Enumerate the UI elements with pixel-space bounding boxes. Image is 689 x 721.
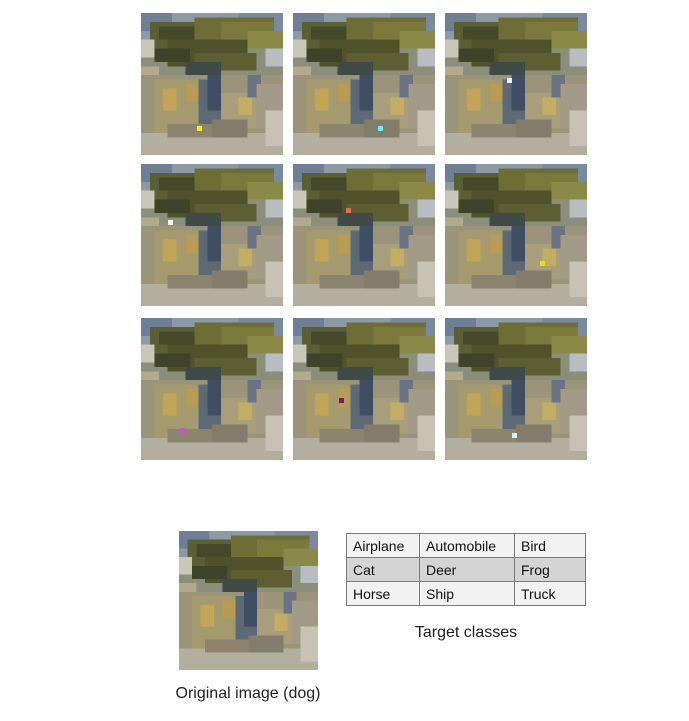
perturbed-image-4 bbox=[141, 164, 283, 306]
perturbed-pixel bbox=[378, 126, 383, 131]
original-image bbox=[179, 531, 318, 670]
perturbed-image-9 bbox=[445, 318, 587, 460]
perturbed-image-5 bbox=[293, 164, 435, 306]
table-row: Cat Deer Frog bbox=[346, 557, 586, 582]
perturbed-pixel bbox=[197, 126, 202, 131]
perturbed-pixel bbox=[507, 78, 512, 83]
table-row: Horse Ship Truck bbox=[346, 581, 586, 606]
perturbed-pixel bbox=[512, 433, 517, 438]
perturbed-pixel bbox=[168, 220, 173, 225]
perturbed-image-8 bbox=[293, 318, 435, 460]
class-cell: Automobile bbox=[419, 533, 515, 558]
perturbed-image-7 bbox=[141, 318, 283, 460]
class-cell: Horse bbox=[346, 581, 420, 606]
perturbed-image-1 bbox=[141, 13, 283, 155]
perturbed-pixel bbox=[540, 261, 545, 266]
class-cell: Frog bbox=[514, 557, 586, 582]
target-classes-table: Airplane Automobile Bird Cat Deer Frog H… bbox=[346, 533, 586, 606]
perturbed-pixel bbox=[346, 208, 351, 213]
class-cell: Deer bbox=[419, 557, 515, 582]
perturbed-pixel bbox=[339, 398, 344, 403]
table-row: Airplane Automobile Bird bbox=[346, 533, 586, 558]
target-classes-caption: Target classes bbox=[414, 624, 518, 641]
class-cell: Truck bbox=[514, 581, 586, 606]
class-cell: Bird bbox=[514, 533, 586, 558]
class-cell: Cat bbox=[346, 557, 420, 582]
class-cell: Ship bbox=[419, 581, 515, 606]
perturbed-pixel bbox=[180, 428, 185, 433]
original-image-caption: Original image (dog) bbox=[175, 685, 321, 702]
perturbed-image-2 bbox=[293, 13, 435, 155]
class-cell: Airplane bbox=[346, 533, 420, 558]
perturbed-image-6 bbox=[445, 164, 587, 306]
perturbed-image-3 bbox=[445, 13, 587, 155]
